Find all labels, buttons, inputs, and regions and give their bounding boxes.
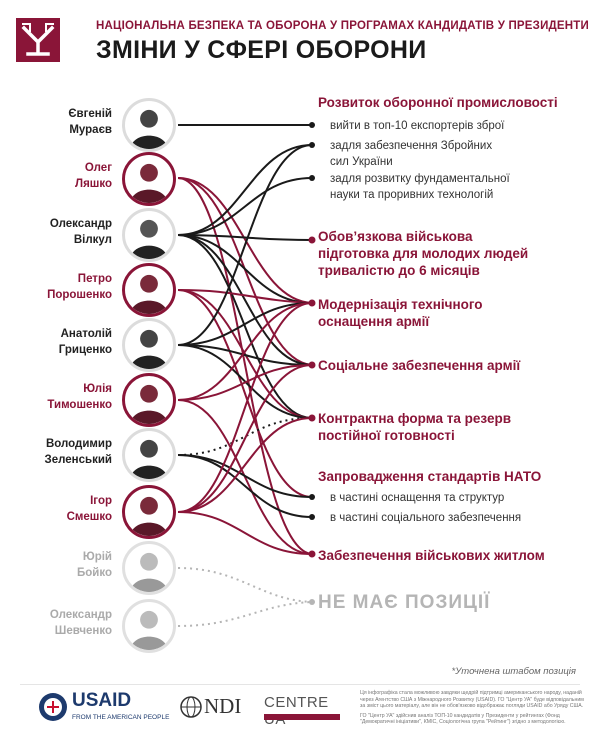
position-defense-industry: Розвиток оборонної промисловості [318, 95, 558, 110]
avatar [122, 263, 176, 317]
usaid-wordmark: USAID [72, 690, 132, 711]
page-title: ЗМІНИ У СФЕРІ ОБОРОНИ [96, 36, 427, 64]
avatar [122, 541, 176, 595]
avatar [122, 318, 176, 372]
endpoint-dots [308, 122, 316, 605]
header-supertitle: НАЦІОНАЛЬНА БЕЗПЕКА ТА ОБОРОНА У ПРОГРАМ… [96, 20, 589, 32]
disclaimer-method: ГО "Центр УА" здійснив аналіз ТОП-10 кан… [360, 712, 566, 726]
position-sub-nato-equipment: в частині оснащення та структур [330, 492, 505, 504]
position-nato-standards: Запровадження стандартів НАТО [318, 469, 542, 484]
avatar [122, 485, 176, 539]
avatar [122, 152, 176, 206]
avatar [122, 373, 176, 427]
ndi-logo: NDI [180, 690, 260, 730]
position-housing: Забезпечення військових житлом [318, 548, 545, 563]
avatar [122, 428, 176, 482]
position-social-support: Соціальне забезпечення армії [318, 358, 521, 373]
avatar [122, 98, 176, 152]
disclaimer: Ця інфографіка стала можливою завдяки ще… [360, 690, 584, 729]
centreua-logo: CENTRE UA [264, 690, 344, 730]
ndi-wordmark: NDI [204, 694, 242, 718]
position-sub-nato-social: в частині соціального забезпечення [330, 512, 522, 524]
header: НАЦІОНАЛЬНА БЕЗПЕКА ТА ОБОРОНА У ПРОГРАМ… [0, 0, 600, 80]
usaid-logo: USAID FROM THE AMERICAN PEOPLE [38, 690, 170, 730]
usaid-seal-icon [39, 693, 67, 721]
centreua-wordmark: CENTRE UA [264, 694, 329, 728]
avatar [122, 599, 176, 653]
disclaimer-funding: Ця інфографіка стала можливою завдяки ще… [360, 690, 584, 709]
footnote: *Уточнена штабом позиція [451, 666, 577, 677]
centreua-bar [264, 714, 340, 720]
avatar [122, 208, 176, 262]
position-sub-top10: вийти в топ-10 експортерів зброї [330, 120, 505, 132]
no-position-label: НЕ МАЄ ПОЗИЦІЇ [318, 592, 491, 613]
usaid-tagline: FROM THE AMERICAN PEOPLE [72, 714, 170, 721]
shield-logo-icon [16, 18, 60, 62]
divider [20, 684, 580, 685]
globe-icon [180, 696, 202, 718]
